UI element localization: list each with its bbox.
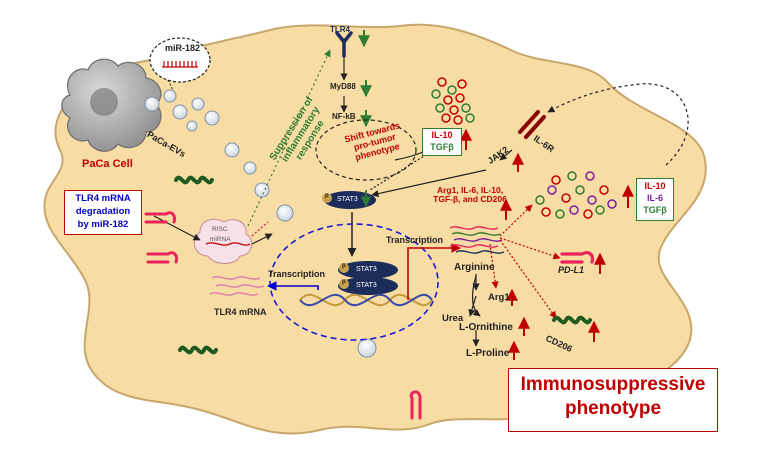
urea-label: Urea (442, 313, 464, 324)
mrna-right-icon (449, 226, 505, 254)
tlr4-degradation-box: TLR4 mRNA degradation by miR-182 (64, 190, 142, 235)
secreted-cytokine-box: IL-10 IL-6 TGFβ (636, 178, 674, 221)
paca-cell-label: PaCa Cell (82, 158, 133, 170)
dna-helix-icon (299, 293, 433, 307)
transcription-right-label: Transcription (386, 235, 444, 245)
membrane-coil-bottom-icon (178, 345, 218, 355)
cytokines-list-line-2: TGF-β, and CD206 (433, 194, 507, 205)
stat3-dimer-bottom-label: STAT3 (356, 282, 377, 289)
ev-vesicles (144, 89, 377, 358)
tlr4-deg-line-1: TLR4 mRNA (75, 193, 131, 204)
tlr4-receptor-icon (335, 31, 353, 58)
cytokine-cluster-right (535, 171, 617, 219)
tlr4-label: TLR4 (330, 25, 350, 34)
phos-bottom-label: p (342, 279, 346, 285)
l-ornithine-label: L-Ornithine (459, 322, 513, 333)
secreted-il6: IL-6 (646, 193, 663, 203)
stat3-dimer-top-label: STAT3 (356, 266, 377, 273)
arg1-label: Arg1 (488, 292, 510, 303)
risc-complex-icon (193, 218, 253, 264)
secreted-il10: IL-10 (644, 181, 666, 191)
outcome-line-1: Immunosuppressive (520, 374, 706, 395)
transcription-left-label: Transcription (268, 269, 326, 279)
stat3-dimer (338, 261, 398, 295)
membrane-receptor-bottom-icon (409, 390, 422, 420)
myd88-label: MyD88 (330, 82, 356, 91)
mir182-label: miR-182 (165, 43, 201, 53)
mir182-bubble (149, 37, 211, 83)
cytokines-list-line-1: Arg1, IL-6, IL-10, (436, 185, 504, 195)
cd206-icon (552, 315, 592, 325)
mirna-strand-icon (162, 61, 198, 68)
pdl1-icon (560, 251, 595, 264)
cytokines-list-label: Arg1, IL-6, IL-10, TGF-β, and CD206 (420, 185, 520, 205)
phos-cyto-label: p (325, 193, 329, 199)
stat3-cyto-label: STAT3 (337, 196, 358, 203)
membrane-coil-left-icon (174, 175, 214, 185)
shift-oval (315, 119, 417, 181)
mirna-label: miRNA (210, 236, 231, 243)
l-proline-label: L-Proline (466, 348, 510, 359)
il10-tgfb-box: IL-10 TGFβ (422, 128, 462, 156)
box-tgfb: TGFβ (430, 142, 454, 152)
immunosuppressive-phenotype-box: Immunosuppressive phenotype (508, 368, 718, 432)
secreted-tgfb: TGFβ (643, 205, 667, 215)
pdl1-label: PD-L1 (558, 265, 585, 275)
tlr4-mrna-label: TLR4 mRNA (214, 307, 267, 317)
membrane-receptor-left-icon (144, 211, 178, 264)
il6r-receptor-icon (518, 110, 546, 139)
tlr4-mrna-icon (209, 276, 265, 296)
box-il10: IL-10 (431, 130, 453, 140)
nfkb-label: NF-kB (332, 112, 356, 121)
outcome-line-2: phenotype (564, 398, 662, 419)
tlr4-deg-line-2: degradation (75, 206, 131, 217)
paca-cell (61, 58, 162, 152)
risc-label: RISC (212, 226, 228, 233)
arginine-label: Arginine (454, 262, 495, 273)
cytokine-cluster-top (431, 77, 475, 125)
phos-top-label: p (342, 263, 346, 269)
macrophage-cell-body (43, 23, 707, 435)
tlr4-deg-line-3: by miR-182 (77, 219, 129, 230)
